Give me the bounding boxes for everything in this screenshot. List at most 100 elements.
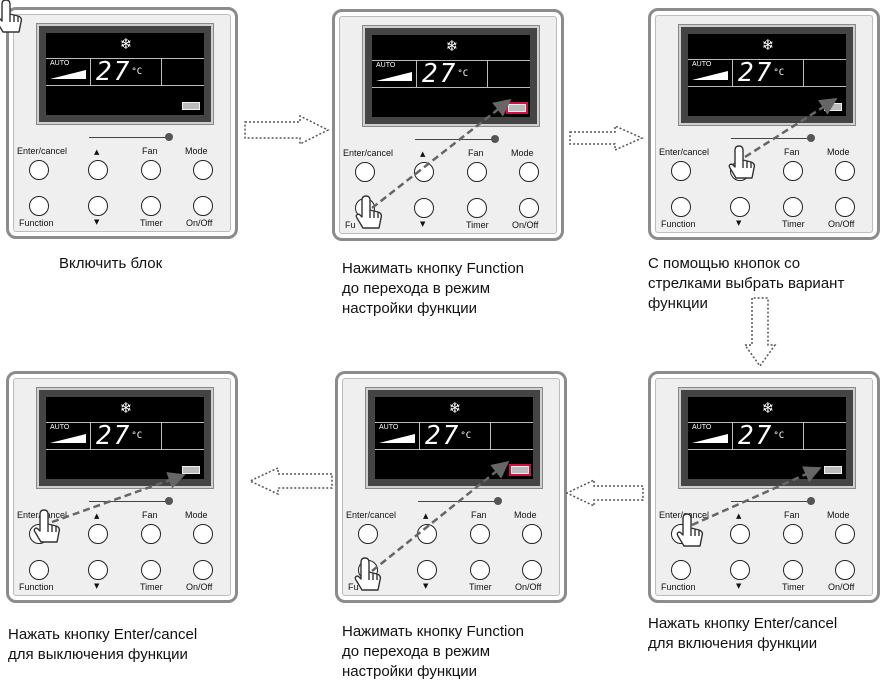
- function-button[interactable]: [671, 197, 691, 217]
- onoff-button[interactable]: [519, 198, 539, 218]
- divider-line: [89, 137, 167, 138]
- function-button[interactable]: [358, 560, 378, 580]
- function-button[interactable]: [355, 198, 375, 218]
- function-label: Function: [661, 219, 696, 229]
- lcd-screen: ❄ AUTO 27°C: [679, 25, 855, 125]
- fan-speed-bar: [50, 434, 86, 443]
- lcd-display: ❄ AUTO 27°C: [375, 397, 533, 479]
- down-button[interactable]: [730, 197, 750, 217]
- up-button[interactable]: [88, 160, 108, 180]
- timer-button[interactable]: [467, 198, 487, 218]
- fan-button[interactable]: [467, 162, 487, 182]
- auto-indicator: AUTO: [692, 61, 712, 68]
- up-button[interactable]: [414, 162, 434, 182]
- down-button[interactable]: [88, 560, 108, 580]
- caption-step2: Нажимать кнопку Function до перехода в р…: [342, 260, 525, 317]
- enter-cancel-button[interactable]: [29, 524, 49, 544]
- lcd-screen: ❄ AUTO 27°C: [366, 388, 542, 488]
- function-button[interactable]: [29, 196, 49, 216]
- onoff-button[interactable]: [835, 197, 855, 217]
- snowflake-icon: ❄: [119, 399, 133, 417]
- caption-step3: С помощью кнопок со стрелками выбрать ва…: [648, 255, 845, 312]
- mode-label: Mode: [185, 510, 208, 520]
- lcd-screen: ❄ AUTO 27°C: [37, 388, 213, 488]
- timer-label: Timer: [140, 582, 163, 592]
- down-arrow-icon: ▼: [423, 582, 429, 590]
- down-button[interactable]: [88, 196, 108, 216]
- fan-button[interactable]: [783, 524, 803, 544]
- function-label: Fu: [348, 582, 359, 592]
- onoff-button[interactable]: [193, 560, 213, 580]
- onoff-label: On/Off: [186, 582, 213, 592]
- onoff-button[interactable]: [522, 560, 542, 580]
- mode-label: Mode: [827, 510, 850, 520]
- up-button[interactable]: [730, 524, 750, 544]
- timer-button[interactable]: [141, 196, 161, 216]
- function-label: Fu: [345, 220, 356, 230]
- temperature-unit: °C: [773, 431, 785, 441]
- onoff-button[interactable]: [835, 560, 855, 580]
- timer-button[interactable]: [783, 197, 803, 217]
- snowflake-icon: ❄: [761, 36, 775, 54]
- mode-label: Mode: [827, 147, 850, 157]
- enter-cancel-button[interactable]: [355, 162, 375, 182]
- down-button[interactable]: [730, 560, 750, 580]
- onoff-label: On/Off: [828, 582, 855, 592]
- timer-label: Timer: [466, 220, 489, 230]
- down-arrow-icon: ▼: [736, 582, 742, 590]
- auto-indicator: AUTO: [50, 60, 70, 67]
- auto-indicator: AUTO: [379, 424, 399, 431]
- temperature-readout: 27°C: [96, 421, 143, 451]
- function-indicator: [182, 102, 200, 110]
- temperature-readout: 27°C: [425, 421, 472, 451]
- fan-button[interactable]: [141, 160, 161, 180]
- function-indicator: [182, 466, 200, 474]
- flow-arrow-5-to-6: [248, 466, 333, 496]
- enter-cancel-button[interactable]: [29, 160, 49, 180]
- mode-button[interactable]: [193, 160, 213, 180]
- up-button[interactable]: [88, 524, 108, 544]
- mode-button[interactable]: [835, 161, 855, 181]
- remote-panel: ❄ AUTO 27°C Enter/cancel ▲ Fan Mode Fu ▼…: [332, 9, 564, 241]
- up-button[interactable]: [417, 524, 437, 544]
- sensor-dot: [494, 497, 502, 505]
- timer-button[interactable]: [470, 560, 490, 580]
- fan-speed-bar: [692, 71, 728, 80]
- fan-button[interactable]: [141, 524, 161, 544]
- onoff-label: On/Off: [186, 218, 213, 228]
- divider-line: [418, 501, 496, 502]
- remote-panel: ❄ AUTO 27°C Enter/cancel ▲ Fan Mode Fu ▼…: [335, 371, 567, 603]
- mode-button[interactable]: [835, 524, 855, 544]
- mode-button[interactable]: [519, 162, 539, 182]
- timer-button[interactable]: [141, 560, 161, 580]
- fan-label: Fan: [468, 148, 484, 158]
- enter-cancel-button[interactable]: [671, 524, 691, 544]
- divider-line: [415, 139, 493, 140]
- caption-step6: Нажать кнопку Enter/cancel для выключени…: [8, 626, 198, 663]
- divider-line: [731, 501, 809, 502]
- enter-cancel-button[interactable]: [671, 161, 691, 181]
- remote-panel: ❄ AUTO 27°C Enter/cancel ▲ Fan Mode Func…: [648, 371, 880, 603]
- fan-speed-bar: [379, 434, 415, 443]
- fan-button[interactable]: [783, 161, 803, 181]
- sensor-dot: [807, 134, 815, 142]
- onoff-button[interactable]: [193, 196, 213, 216]
- mode-button[interactable]: [522, 524, 542, 544]
- timer-button[interactable]: [783, 560, 803, 580]
- down-button[interactable]: [414, 198, 434, 218]
- function-button[interactable]: [671, 560, 691, 580]
- lcd-display: ❄ AUTO 27°C: [46, 33, 204, 115]
- function-button[interactable]: [29, 560, 49, 580]
- mode-button[interactable]: [193, 524, 213, 544]
- fan-button[interactable]: [470, 524, 490, 544]
- up-arrow-icon: ▲: [420, 150, 426, 158]
- flow-arrow-4-to-5: [565, 478, 644, 508]
- down-button[interactable]: [417, 560, 437, 580]
- lcd-display: ❄ AUTO 27°C: [46, 397, 204, 479]
- up-button[interactable]: [730, 161, 750, 181]
- enter-cancel-button[interactable]: [358, 524, 378, 544]
- sensor-dot: [491, 135, 499, 143]
- enter-cancel-label: Enter/cancel: [346, 510, 397, 520]
- enter-cancel-label: Enter/cancel: [659, 510, 710, 520]
- function-label: Function: [661, 582, 696, 592]
